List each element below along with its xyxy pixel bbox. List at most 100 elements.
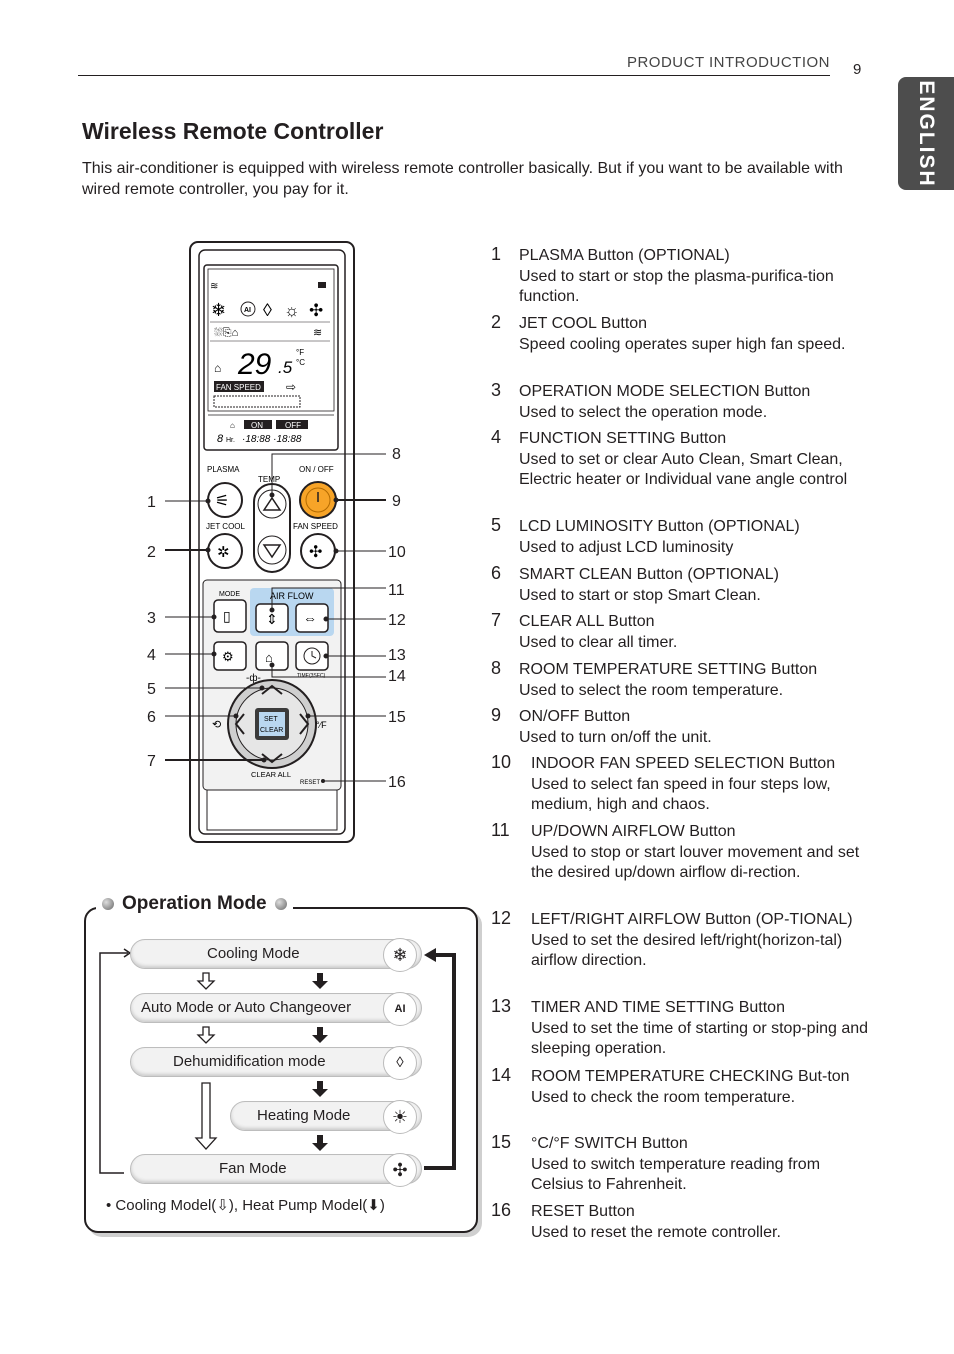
lcd-snowflake-icon: ❄ [211,300,226,320]
temp-up-icon [262,496,282,511]
svg-text:⛆⎘⌂: ⛆⎘⌂ [214,327,238,339]
fanspeed-label: FAN SPEED [293,522,338,531]
bullet-dot-icon [102,898,114,910]
bullet-dot-icon [274,898,287,910]
mode-icon: ▯ [223,608,231,624]
mode-heating: Heating Mode ☀ [230,1100,422,1134]
svg-text:8: 8 [217,433,224,445]
updown-icon: ⇕ [266,611,278,627]
jetcool-label: JET COOL [206,522,246,531]
lcd-hr-label: Hr. [226,437,235,444]
smart-clean-icon: ⟲ [212,719,221,731]
solid-arrow-icon: ⬇ [367,1197,380,1214]
lcd-sun-icon: ☼ [284,301,300,320]
svg-text:AI: AI [244,307,251,314]
page-title: Wireless Remote Controller [82,118,384,144]
plasma-label: PLASMA [207,465,240,474]
reset-label: RESET [300,780,320,786]
callout-6: 6 [147,709,156,726]
clearall-label: CLEAR ALL [251,770,291,779]
svg-text:·18:88 ·18:88: ·18:88 ·18:88 [242,434,302,445]
snowflake-icon: ❄ [383,938,417,972]
intro-paragraph: This air-conditioner is equipped with wi… [82,160,843,198]
mode-cooling: Cooling Mode ❄ [130,938,422,972]
callout-2: 2 [147,544,156,561]
svg-text:≋: ≋ [313,327,322,339]
lcd-droplet-icon: ◊ [263,300,272,320]
fan-icon: ✣ [383,1153,417,1187]
language-tab: ENGLISH [898,77,954,190]
unit-c-label: °C [296,358,305,367]
airflow-label: AIR FLOW [270,591,314,601]
luminosity-icon: -ф- [246,672,261,684]
set-label: SET [264,716,278,723]
leftright-icon: ⇔ [303,610,317,626]
dpad-up-icon [261,684,283,695]
language-tab-label: ENGLISH [915,79,938,188]
wifi-icon: ≋ [210,281,218,292]
cf-switch-icon: °⁄F [316,720,327,730]
mode-auto: Auto Mode or Auto Changeover AI [130,992,422,1026]
onoff-label: ON / OFF [299,465,334,474]
unit-f-label: °F [296,348,304,357]
callout-16: 16 [388,774,406,791]
callout-10: 10 [388,544,406,561]
callout-5: 5 [147,681,156,698]
lcd-temp-decimal: .5 [278,358,293,377]
time-label: TIME(3SEC) [297,673,326,679]
lcd-temp-digits: 29 [237,348,272,381]
room-temp-icon: ⌂ [265,650,273,665]
mode-label: MODE [219,591,240,598]
svg-text:⌂: ⌂ [214,361,221,375]
mode-cycle-arrows [99,948,456,1174]
solid-arrow-icon [312,973,328,1151]
page-number: 9 [853,61,862,78]
operation-mode-title: Operation Mode [96,893,293,915]
gear-icon: ⚙ [222,649,234,664]
lcd-auto-icon [240,301,256,317]
battery-icon [318,282,326,288]
remote-controller-diagram: ≋ ❄ AI ◊ ☼ ✣ ⛆⎘⌂ ≋ ⌂ 29 .5 °F °C FAN SPE… [147,241,406,843]
sun-icon: ☀ [383,1100,417,1134]
clear-label: CLEAR [260,727,283,734]
lcd-off-label: OFF [285,421,301,430]
mode-dehumidification: Dehumidification mode ◊ [130,1046,422,1080]
model-note: • Cooling Model(⇩), Heat Pump Model(⬇) [106,1197,385,1214]
svg-text:⇨: ⇨ [286,380,296,394]
fan-speed-icon: ✣ [309,544,322,561]
callout-9: 9 [392,493,401,510]
callout-14: 14 [388,668,406,685]
hollow-arrow-icon: ⇩ [216,1197,229,1214]
dpad-right-icon [299,713,310,735]
callout-4: 4 [147,647,156,664]
hollow-arrow-icon [194,972,218,1150]
auto-ai-icon: AI [383,992,417,1026]
callout-1: 1 [147,494,156,511]
lcd-on-label: ON [251,421,263,430]
jet-cool-icon: ✲ [217,544,230,561]
dpad-down-icon [261,753,283,764]
section-title: PRODUCT INTRODUCTION [626,54,830,71]
plasma-icon: ⚟ [215,493,229,510]
callout-13: 13 [388,647,406,664]
mode-fan: Fan Mode ✣ [130,1153,422,1187]
operation-mode-box: Operation Mode Cooling Mode ❄ Auto Mode … [84,893,480,1235]
lcd-fan-speed-label: FAN SPEED [216,383,261,392]
callout-7: 7 [147,753,156,770]
droplet-icon: ◊ [383,1046,417,1080]
